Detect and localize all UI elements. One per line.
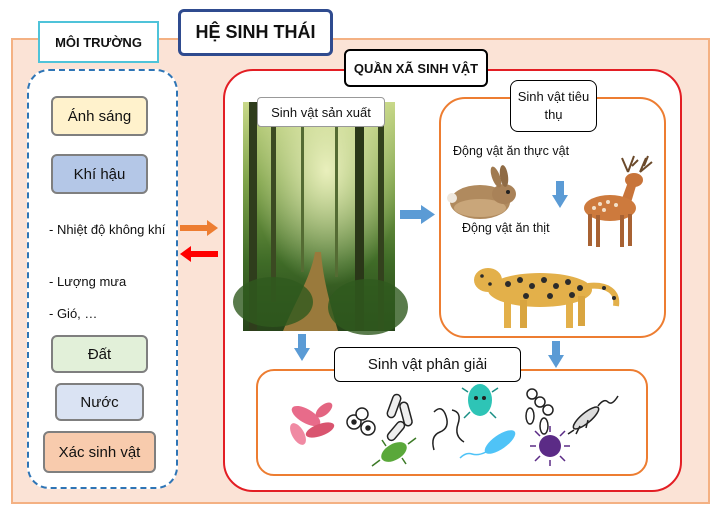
spiral-bacteria-icon <box>432 408 465 451</box>
climate-item-rainfall: - Lượng mưa <box>49 274 127 289</box>
producer-label: Sinh vật sản xuất <box>257 97 385 127</box>
bacteria-icons <box>290 384 619 467</box>
light-box: Ánh sáng <box>51 96 148 136</box>
arrow-to-community-icon <box>180 220 218 236</box>
teal-bacteria-icon <box>461 384 499 419</box>
pink-bacteria-icon <box>290 402 335 445</box>
chain-bacteria-icon <box>525 388 554 435</box>
arrow-down-consumer-icon <box>548 341 564 368</box>
deer-icon <box>584 155 653 247</box>
green-bacteria-icon <box>371 437 417 467</box>
arrow-right-icon <box>400 205 435 224</box>
climate-item-wind: - Gió, … <box>49 306 98 321</box>
environment-title: MÔI TRƯỜNG <box>38 21 159 63</box>
arrow-down-icon <box>552 181 568 208</box>
herbivore-label: Động vật ăn thực vật <box>453 144 570 158</box>
exchange-arrows <box>180 220 218 262</box>
coccus-bacteria-icon <box>346 407 376 436</box>
consumer-title: Sinh vật tiêu thụ <box>510 80 597 132</box>
climate-item-temperature: - Nhiệt độ không khí <box>49 222 166 237</box>
ecosystem-title: HỆ SINH THÁI <box>178 9 333 56</box>
community-title: QUẦN XÃ SINH VẬT <box>344 49 488 87</box>
soil-box: Đất <box>51 335 148 373</box>
dead-organisms-box: Xác sinh vật <box>43 431 156 473</box>
arrow-down-producer-icon <box>294 334 310 361</box>
decomposer-title: Sinh vật phân giải <box>334 347 521 382</box>
carnivore-label: Động vật ăn thịt <box>462 221 550 235</box>
forest-image <box>233 102 408 335</box>
purple-bacteria-icon <box>530 426 570 466</box>
blue-bacteria-icon <box>459 430 516 459</box>
jaguar-icon <box>474 268 620 328</box>
climate-box: Khí hậu <box>51 154 148 194</box>
arrow-to-environment-icon <box>180 246 218 262</box>
rabbit-icon <box>447 165 516 219</box>
flagellate-bacteria-icon <box>567 395 619 435</box>
water-box: Nước <box>55 383 144 421</box>
rod-bacteria-icon <box>386 393 413 442</box>
